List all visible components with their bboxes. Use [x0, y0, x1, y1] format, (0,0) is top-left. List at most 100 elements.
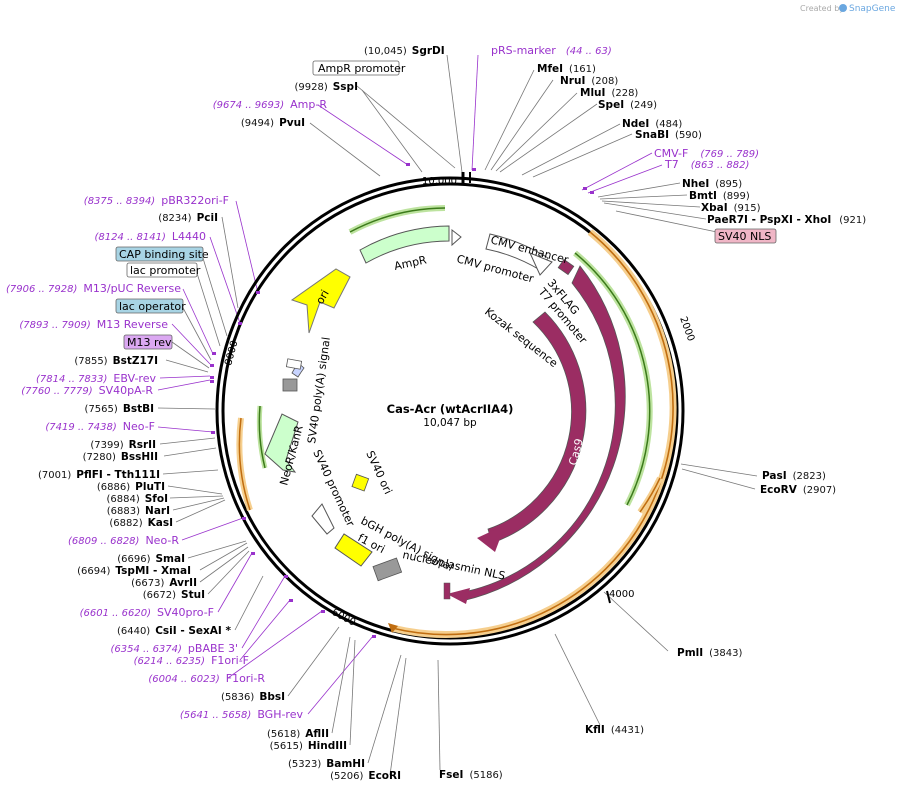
svg-text:(5836)BbsI: (5836)BbsI	[221, 691, 285, 703]
svg-text:(5323)BamHI: (5323)BamHI	[288, 758, 365, 770]
prs-marker-pos: (44 .. 63)	[566, 46, 612, 57]
smai-name: SmaI	[156, 553, 186, 565]
mfei-pos: (161)	[569, 64, 596, 75]
prs-marker-name: pRS-marker	[491, 44, 556, 57]
svg-text:(10,045)SgrDI: (10,045)SgrDI	[364, 45, 445, 57]
svg-text:NheI(895): NheI(895)	[682, 178, 742, 190]
svg-text:(6440)CsiI - SexAI *: (6440)CsiI - SexAI *	[117, 625, 232, 637]
bstbi-pos: (7565)	[85, 404, 118, 415]
aflii-pos: (5618)	[267, 729, 300, 740]
sspi-pos: (9928)	[294, 82, 327, 93]
svg-text:(9674 .. 9693)Amp-R: (9674 .. 9693)Amp-R	[213, 98, 328, 111]
f1ori-f-pos: (6214 .. 6235)	[134, 656, 205, 667]
green-arc-top-core	[349, 207, 446, 233]
cmv-f-name: CMV-F	[654, 147, 688, 160]
neo-f-name: Neo-F	[123, 420, 155, 433]
snabi-pos: (590)	[675, 130, 702, 141]
flag-feature	[557, 258, 575, 276]
ampr-promoter-box-label: AmpR promoter	[318, 62, 406, 75]
bsshii-name: BssHII	[121, 451, 158, 463]
sv40-nls-box	[714, 228, 777, 244]
svg-text:SnaBI(590): SnaBI (590)	[635, 129, 702, 141]
pcii-pos: (8234)	[158, 213, 191, 224]
ecori-pos: (5206)	[330, 771, 363, 782]
pmli-pos: (3843)	[709, 648, 742, 659]
xmai-name: TspMI - XmaI	[115, 565, 191, 577]
bstbi-name: BstBI	[123, 403, 154, 415]
bgh-rev-pos: (5641 .. 5658)	[180, 710, 251, 721]
left-labels: (9928)SspI (9674 .. 9693)Amp-R (9494)Pvu…	[6, 81, 401, 782]
lac-promoter-feature	[285, 358, 303, 370]
ori-label: ori	[313, 288, 331, 307]
snabi-name: SnaBI	[635, 129, 669, 141]
svg-text:(6883)NarI: (6883) NarI	[107, 505, 170, 517]
stui-pos: (6672)	[143, 590, 176, 601]
right-labels: PasI(2823) EcoRV(2907) PmlI(3843) KflI(4…	[439, 470, 836, 781]
svg-text:(5206)EcoRI: (5206)EcoRI	[330, 770, 401, 782]
green-arc-right-core	[574, 252, 651, 506]
pbr322ori-f-name: pBR322ori-F	[161, 194, 229, 207]
svg-text:SpeI(249): SpeI (249)	[598, 99, 657, 111]
pcii-name: PciI	[197, 212, 218, 224]
ecorv-pos: (2907)	[803, 485, 836, 496]
svg-text:(7399)RsrII: (7399)RsrII	[90, 439, 156, 451]
hindiii-name: HindIII	[308, 740, 347, 752]
green-arc-left-core	[258, 405, 266, 469]
nrui-pos: (208)	[591, 76, 618, 87]
watermark-brand: SnapGene	[849, 4, 896, 14]
leader-lines	[157, 54, 758, 776]
spei-name: SpeI	[598, 99, 624, 111]
fsei-pos: (5186)	[469, 770, 502, 781]
orange-small-arc-core	[639, 477, 661, 513]
ampr-label: AmpR	[393, 253, 428, 273]
top-labels: (10,045)SgrDI pRS-marker (44 .. 63) MfeI (…	[364, 44, 866, 226]
svg-text:BmtI(899): BmtI(899)	[689, 190, 750, 202]
nari-name: NarI	[145, 505, 170, 517]
fsei-name: FseI	[439, 769, 463, 781]
plasmid-name: Cas-Acr (wtAcrIIA4)	[387, 402, 514, 416]
sv40-ori-feature	[351, 473, 370, 492]
aflii-name: AflII	[305, 728, 329, 740]
svg-text:pRS-marker(44 .. 63): pRS-marker (44 .. 63)	[491, 44, 612, 57]
pvui-name: PvuI	[279, 117, 305, 129]
svg-text:FseI(5186): FseI (5186)	[439, 769, 503, 781]
mfei-name: MfeI	[537, 63, 563, 75]
sv40pro-f-name: SV40pro-F	[157, 606, 214, 619]
m13-puc-reverse-name: M13/pUC Reverse	[83, 282, 181, 295]
lac-promoter-box	[126, 262, 198, 278]
orange-arc-right	[391, 229, 677, 638]
pflfi-name: PflFI - Tth111I	[76, 469, 160, 481]
nhei-name: NheI	[682, 178, 709, 190]
cas9-inner-arrowhead	[477, 525, 505, 552]
sfoi-pos: (6884)	[106, 494, 139, 505]
svg-text:NruI(208): NruI(208)	[560, 75, 618, 87]
watermark-prefix: Created by	[800, 4, 844, 13]
bgh-rev-name: BGH-rev	[257, 708, 303, 721]
ampr-promoter-box	[312, 60, 400, 76]
svg-text:MluI(228): MluI(228)	[580, 87, 638, 99]
cmv-f-pos: (769 .. 789)	[700, 149, 759, 160]
sexai-name: CsiI - SexAI *	[155, 625, 231, 637]
amp-r-name: Amp-R	[290, 98, 327, 111]
cas9-outer-arrowhead	[447, 588, 470, 604]
ruler-label-10000: 10,000	[422, 176, 457, 187]
bmti-name: BmtI	[689, 190, 717, 202]
svg-text:(7760 .. 7779)SV40pA-R: (7760 .. 7779)SV40pA-R	[21, 384, 153, 397]
pbabe3-pos: (6354 .. 6374)	[111, 644, 182, 655]
spei-pos: (249)	[630, 100, 657, 111]
bstz17i-pos: (7855)	[74, 356, 107, 367]
svg-text:(7855)BstZ17I: (7855)BstZ17I	[74, 355, 158, 367]
bbsi-pos: (5836)	[221, 692, 254, 703]
svg-text:KflI(4431): KflI(4431)	[585, 724, 644, 736]
orange-arc-right-core	[391, 231, 674, 636]
nari-pos: (6883)	[107, 506, 140, 517]
orange-arc-right-arrowhead	[388, 623, 398, 633]
avrii-name: AvrII	[169, 577, 197, 589]
sv40-polya-label: SV40 poly(A) signal	[305, 336, 333, 444]
stui-name: StuI	[181, 589, 205, 601]
svg-text:XbaI(915): XbaI(915)	[701, 202, 761, 214]
m13-reverse-pos: (7893 .. 7909)	[19, 320, 90, 331]
kasi-pos: (6882)	[109, 518, 142, 529]
lac-operator-box-label: lac operator	[119, 300, 186, 313]
